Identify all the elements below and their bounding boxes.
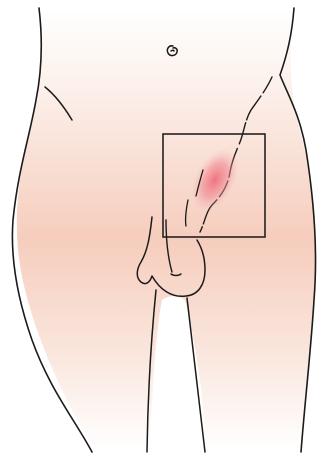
groin-illustration-svg [0,0,329,453]
medical-illustration [0,0,329,453]
